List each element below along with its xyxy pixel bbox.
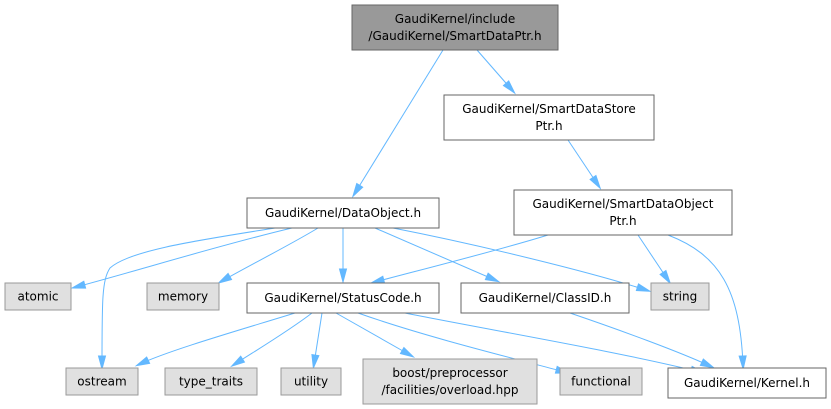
node-label: Ptr.h xyxy=(535,119,562,133)
node-box xyxy=(4,282,72,311)
node-label: /GaudiKernel/SmartDataPtr.h xyxy=(368,29,541,43)
edge-dataobject-atomic xyxy=(70,227,293,289)
edges-layer xyxy=(70,49,747,374)
edge-line xyxy=(335,312,411,356)
arrowhead xyxy=(484,272,501,283)
node-kernel[interactable]: GaudiKernel/Kernel.h xyxy=(667,367,827,399)
arrowhead xyxy=(502,80,516,95)
edge-line xyxy=(139,312,296,365)
node-label: string xyxy=(663,290,697,304)
node-memory: memory xyxy=(146,282,220,311)
edge-statuscode-overload xyxy=(335,312,416,358)
arrowhead xyxy=(70,280,87,289)
edge-line xyxy=(392,227,647,291)
arrowhead xyxy=(659,269,672,285)
arrowhead xyxy=(399,346,416,358)
edge-dataobject-string xyxy=(392,227,652,292)
node-ostream: ostream xyxy=(65,367,139,396)
edge-line xyxy=(569,312,711,367)
arrowhead xyxy=(97,355,107,371)
arrowhead xyxy=(338,268,348,284)
node-label: atomic xyxy=(17,290,58,304)
edge-line xyxy=(75,227,293,288)
node-label: GaudiKernel/SmartDataStore xyxy=(462,102,636,116)
edge-classid-kernel xyxy=(569,312,716,369)
edge-dataobject-statuscode xyxy=(338,228,348,284)
edge-line xyxy=(357,312,566,373)
arrowhead xyxy=(699,358,716,369)
node-box xyxy=(443,94,655,141)
node-label: boost/preprocessor xyxy=(392,366,507,380)
edge-line xyxy=(404,312,701,373)
node-box xyxy=(460,282,630,314)
node-box xyxy=(667,367,827,399)
edge-line xyxy=(374,227,496,281)
edge-line xyxy=(234,312,313,365)
node-dataobject[interactable]: GaudiKernel/DataObject.h xyxy=(246,197,440,229)
edge-line xyxy=(667,234,744,366)
node-box xyxy=(513,189,733,236)
arrowhead xyxy=(216,272,233,284)
nodes-layer: GaudiKernel/include/GaudiKernel/SmartDat… xyxy=(4,4,827,405)
arrowhead xyxy=(134,356,151,367)
edge-smartdatastoreptr-smartdataobjectptr xyxy=(567,139,602,190)
edge-root-dataobject xyxy=(351,49,444,199)
node-label: utility xyxy=(294,375,328,389)
node-classid[interactable]: GaudiKernel/ClassID.h xyxy=(460,282,630,314)
node-label: GaudiKernel/ClassID.h xyxy=(479,291,612,305)
node-label: memory xyxy=(158,290,208,304)
edge-statuscode-type_traits xyxy=(230,312,313,368)
edge-dataobject-ostream xyxy=(97,227,276,371)
node-box xyxy=(246,197,440,229)
node-box xyxy=(280,367,342,396)
arrowhead xyxy=(311,353,320,370)
arrowhead xyxy=(351,182,364,199)
node-label: GaudiKernel/DataObject.h xyxy=(265,206,421,220)
node-box xyxy=(362,358,538,405)
node-statuscode[interactable]: GaudiKernel/StatusCode.h xyxy=(246,282,440,314)
node-utility: utility xyxy=(280,367,342,396)
arrowhead xyxy=(369,275,386,284)
node-type_traits: type_traits xyxy=(164,367,258,396)
node-box xyxy=(351,4,559,51)
node-label: ostream xyxy=(77,375,126,389)
node-box xyxy=(65,367,139,396)
edge-statuscode-ostream xyxy=(134,312,296,367)
node-label: GaudiKernel/StatusCode.h xyxy=(264,291,421,305)
node-box xyxy=(164,367,258,396)
node-box xyxy=(246,282,440,314)
node-label: GaudiKernel/include xyxy=(395,12,515,26)
edge-statuscode-utility xyxy=(311,312,323,370)
edge-line xyxy=(221,227,319,282)
arrowhead xyxy=(738,355,747,371)
node-box xyxy=(146,282,220,311)
node-atomic: atomic xyxy=(4,282,72,311)
edge-line xyxy=(354,49,444,194)
arrowhead xyxy=(230,355,246,368)
node-functional: functional xyxy=(559,367,643,396)
edge-dataobject-memory xyxy=(216,227,319,284)
edge-line xyxy=(101,227,276,366)
edge-dataobject-classid xyxy=(374,227,501,283)
node-label: Ptr.h xyxy=(609,214,636,228)
edge-line xyxy=(374,234,549,283)
node-label: /facilities/overload.hpp xyxy=(382,383,519,397)
node-overload: boost/preprocessor/facilities/overload.h… xyxy=(362,358,538,405)
node-label: functional xyxy=(571,375,631,389)
node-box xyxy=(650,282,710,311)
node-label: GaudiKernel/Kernel.h xyxy=(684,376,810,390)
node-label: GaudiKernel/SmartDataObject xyxy=(533,197,714,211)
node-box xyxy=(559,367,643,396)
arrowhead xyxy=(635,283,652,292)
arrowhead xyxy=(589,174,602,190)
edge-root-smartdatastoreptr xyxy=(476,49,516,95)
edge-smartdataobjectptr-string xyxy=(637,234,672,285)
node-root[interactable]: GaudiKernel/include/GaudiKernel/SmartDat… xyxy=(351,4,559,51)
node-label: type_traits xyxy=(179,375,243,389)
node-string: string xyxy=(650,282,710,311)
edge-smartdataobjectptr-kernel xyxy=(667,234,747,371)
